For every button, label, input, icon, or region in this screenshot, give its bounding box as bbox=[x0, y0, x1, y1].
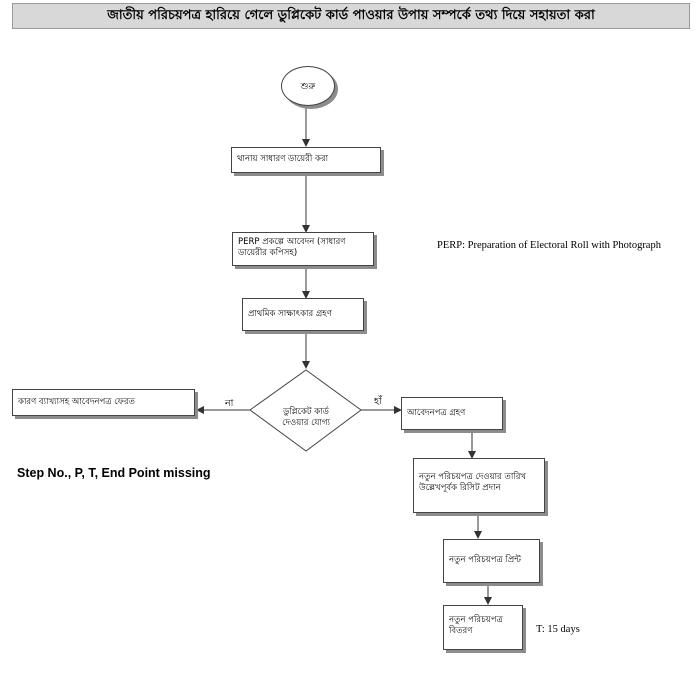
step-return-application-label: কারণ ব্যাখ্যাসহ আবেদনপত্র ফেরত bbox=[18, 396, 135, 407]
start-node: শুরু bbox=[281, 66, 335, 106]
step-police-diary: থানায় সাধারণ ডায়েরী করা bbox=[231, 147, 381, 173]
decision-label-line1: ডুপ্লিকেট কার্ড bbox=[283, 407, 329, 417]
yes-branch-label: হাঁ bbox=[374, 396, 382, 407]
page-title: জাতীয় পরিচয়পত্র হারিয়ে গেলে ডুপ্লিকেট… bbox=[12, 3, 690, 29]
step-perp-application-line2: ডায়েরীর কপিসহ) bbox=[238, 248, 298, 259]
decision-label: ডুপ্লিকেট কার্ড দেওয়ার যোগ্য bbox=[262, 407, 350, 429]
step-police-diary-label: থানায় সাধারণ ডায়েরী করা bbox=[237, 154, 329, 165]
decision-diamond bbox=[249, 369, 362, 452]
step-issue-receipt: নতুন পরিচয়পত্র দেওয়ার তারিখ উল্লেখপূর্… bbox=[413, 458, 545, 513]
missing-info-note: Step No., P, T, End Point missing bbox=[17, 466, 211, 480]
step-print-card-label: নতুন পরিচয়পত্র প্রিন্ট bbox=[449, 555, 521, 566]
step-distribute-card: নতুন পরিচয়পত্র বিতরণ bbox=[443, 605, 523, 650]
step-initial-interview-label: প্রাথমিক সাক্ষাৎকার গ্রহণ bbox=[248, 308, 332, 319]
step-perp-application: PERP প্রকল্পে আবেদন (সাধারণ ডায়েরীর কপি… bbox=[232, 232, 374, 266]
step-perp-application-line1: PERP প্রকল্পে আবেদন (সাধারণ bbox=[238, 237, 346, 247]
step-issue-receipt-line1: নতুন পরিচয়পত্র দেওয়ার তারিখ bbox=[419, 472, 526, 482]
no-branch-label: না bbox=[225, 398, 234, 409]
step-issue-receipt-line2: উল্লেখপূর্বক রিসিট প্রদান bbox=[419, 483, 501, 494]
perp-definition-note: PERP: Preparation of Electoral Roll with… bbox=[437, 240, 661, 251]
step-accept-application: আবেদনপত্র গ্রহণ bbox=[401, 397, 503, 430]
step-print-card: নতুন পরিচয়পত্র প্রিন্ট bbox=[443, 539, 540, 583]
decision-label-line2: দেওয়ার যোগ্য bbox=[282, 418, 330, 429]
step-initial-interview: প্রাথমিক সাক্ষাৎকার গ্রহণ bbox=[242, 298, 364, 331]
step-distribute-card-line1: নতুন পরিচয়পত্র bbox=[449, 615, 503, 625]
step-return-application: কারণ ব্যাখ্যাসহ আবেদনপত্র ফেরত bbox=[12, 389, 195, 416]
step-accept-application-label: আবেদনপত্র গ্রহণ bbox=[407, 407, 466, 418]
step-distribute-card-line2: বিতরণ bbox=[449, 626, 473, 637]
time-note: T: 15 days bbox=[536, 624, 580, 635]
